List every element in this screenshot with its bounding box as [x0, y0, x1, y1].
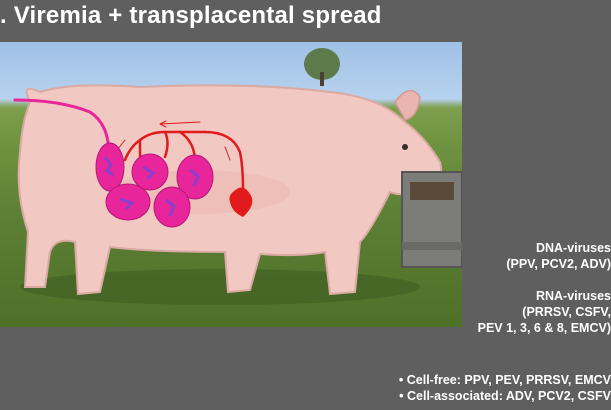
rna-viruses-list-line2: PEV 1, 3, 6 & 8, EMCV): [411, 320, 611, 336]
transmission-bullets: • Cell-free: PPV, PEV, PRRSV, EMCV • Cel…: [399, 372, 611, 404]
bullet-cell-free: • Cell-free: PPV, PEV, PRRSV, EMCV: [399, 372, 611, 388]
slide-title: . Viremia + transplacental spread: [0, 2, 382, 30]
bullet-cell-associated: • Cell-associated: ADV, PCV2, CSFV: [399, 388, 611, 404]
pig-illustration: [0, 42, 462, 327]
pig-body: [19, 85, 442, 294]
pig-photo: [0, 42, 462, 327]
dna-viruses-heading: DNA-viruses: [411, 240, 611, 256]
rna-viruses-list-line1: (PRRSV, CSFV,: [411, 304, 611, 320]
dna-viruses-list: (PPV, PCV2, ADV): [411, 256, 611, 272]
dna-viruses-block: DNA-viruses (PPV, PCV2, ADV): [411, 240, 611, 272]
tree: [304, 48, 340, 86]
rna-viruses-block: RNA-viruses (PRRSV, CSFV, PEV 1, 3, 6 & …: [411, 288, 611, 336]
rna-viruses-heading: RNA-viruses: [411, 288, 611, 304]
